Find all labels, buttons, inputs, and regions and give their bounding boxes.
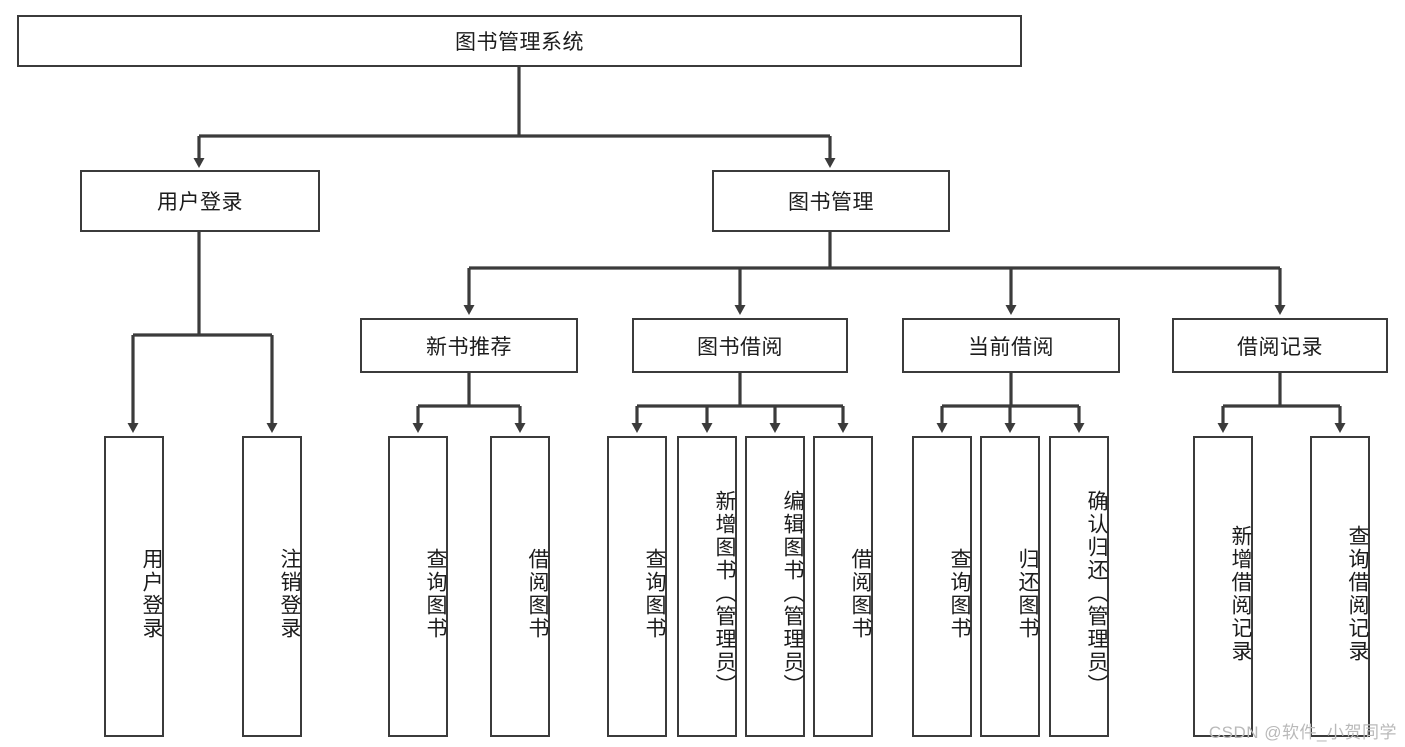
leaf-label: 编辑图书（管理员） xyxy=(781,490,804,697)
leaf-label: 用户登录 xyxy=(140,547,163,640)
node-current-borrow[interactable]: 当前借阅 xyxy=(902,318,1120,373)
leaf-label: 借阅图书 xyxy=(526,547,549,640)
leaf-borrow-add-book[interactable]: 新增图书（管理员） xyxy=(677,436,737,737)
leaf-new-book-query[interactable]: 查询图书 xyxy=(388,436,448,737)
leaf-label: 查询图书 xyxy=(424,547,447,640)
leaf-borrow-edit-book[interactable]: 编辑图书（管理员） xyxy=(745,436,805,737)
node-book-borrow[interactable]: 图书借阅 xyxy=(632,318,848,373)
leaf-record-query[interactable]: 查询借阅记录 xyxy=(1310,436,1370,737)
leaf-label: 借阅图书 xyxy=(849,547,872,640)
node-root[interactable]: 图书管理系统 xyxy=(17,15,1022,67)
leaf-borrow-query-book[interactable]: 查询图书 xyxy=(607,436,667,737)
leaf-user-login-logout[interactable]: 注销登录 xyxy=(242,436,302,737)
leaf-user-login-login[interactable]: 用户登录 xyxy=(104,436,164,737)
node-borrow-record[interactable]: 借阅记录 xyxy=(1172,318,1388,373)
node-new-book-recommend[interactable]: 新书推荐 xyxy=(360,318,578,373)
leaf-label: 注销登录 xyxy=(278,547,301,640)
leaf-new-book-borrow[interactable]: 借阅图书 xyxy=(490,436,550,737)
node-user-login[interactable]: 用户登录 xyxy=(80,170,320,232)
leaf-current-return-book[interactable]: 归还图书 xyxy=(980,436,1040,737)
leaf-label: 确认归还（管理员） xyxy=(1085,490,1108,697)
leaf-record-add[interactable]: 新增借阅记录 xyxy=(1193,436,1253,737)
leaf-label: 查询借阅记录 xyxy=(1346,524,1369,663)
leaf-label: 查询图书 xyxy=(643,547,666,640)
leaf-label: 查询图书 xyxy=(948,547,971,640)
leaf-current-confirm-return[interactable]: 确认归还（管理员） xyxy=(1049,436,1109,737)
node-book-management[interactable]: 图书管理 xyxy=(712,170,950,232)
watermark-text: CSDN @软件_小贺同学 xyxy=(1208,723,1397,742)
leaf-current-query-book[interactable]: 查询图书 xyxy=(912,436,972,737)
leaf-borrow-borrow-book[interactable]: 借阅图书 xyxy=(813,436,873,737)
leaf-label: 归还图书 xyxy=(1016,547,1039,640)
leaf-label: 新增借阅记录 xyxy=(1229,524,1252,663)
leaf-label: 新增图书（管理员） xyxy=(713,490,736,697)
